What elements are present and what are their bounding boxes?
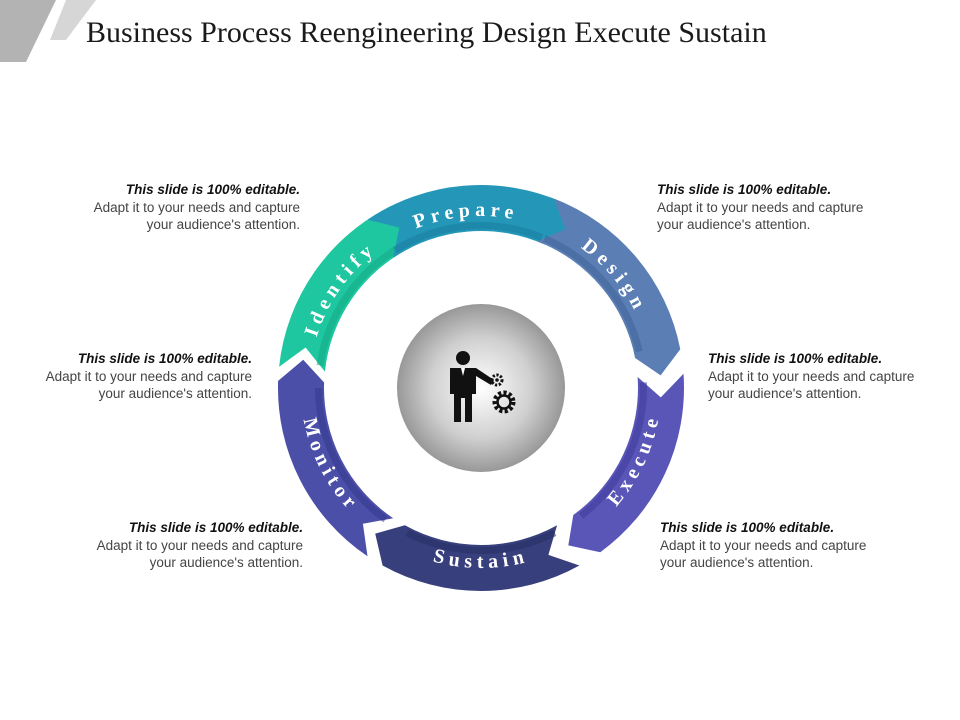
note-prepare: This slide is 100% editable. Adapt it to…	[657, 181, 887, 234]
note-design: This slide is 100% editable. Adapt it to…	[708, 350, 938, 403]
cycle-segment-shade	[393, 221, 544, 254]
businessman-gears-icon	[450, 351, 516, 422]
note-body: Adapt it to your needs and capture your …	[96, 537, 303, 571]
cycle-segment-shade	[578, 382, 648, 519]
cycle-segment-shade	[543, 235, 643, 353]
note-heading: This slide is 100% editable.	[660, 520, 835, 535]
note-body: Adapt it to your needs and capture your …	[660, 537, 867, 571]
corner-decoration	[0, 0, 96, 62]
note-heading: This slide is 100% editable.	[657, 182, 832, 197]
note-heading: This slide is 100% editable.	[708, 351, 883, 366]
page-title: Business Process Reengineering Design Ex…	[86, 16, 767, 49]
note-monitor: This slide is 100% editable. Adapt it to…	[22, 350, 252, 403]
note-identify: This slide is 100% editable. Adapt it to…	[70, 181, 300, 234]
note-body: Adapt it to your needs and capture your …	[657, 199, 864, 233]
note-heading: This slide is 100% editable.	[128, 520, 303, 535]
center-sphere	[397, 304, 565, 472]
cycle-segment-shade	[316, 241, 407, 366]
note-execute: This slide is 100% editable. Adapt it to…	[660, 519, 890, 572]
note-heading: This slide is 100% editable.	[77, 351, 252, 366]
note-sustain: This slide is 100% editable. Adapt it to…	[73, 519, 303, 572]
note-body: Adapt it to your needs and capture your …	[45, 368, 252, 402]
cycle-segment-shade	[405, 529, 557, 555]
note-body: Adapt it to your needs and capture your …	[93, 199, 300, 233]
note-heading: This slide is 100% editable.	[125, 182, 300, 197]
cycle-segment-shade	[315, 388, 388, 523]
note-body: Adapt it to your needs and capture your …	[708, 368, 915, 402]
